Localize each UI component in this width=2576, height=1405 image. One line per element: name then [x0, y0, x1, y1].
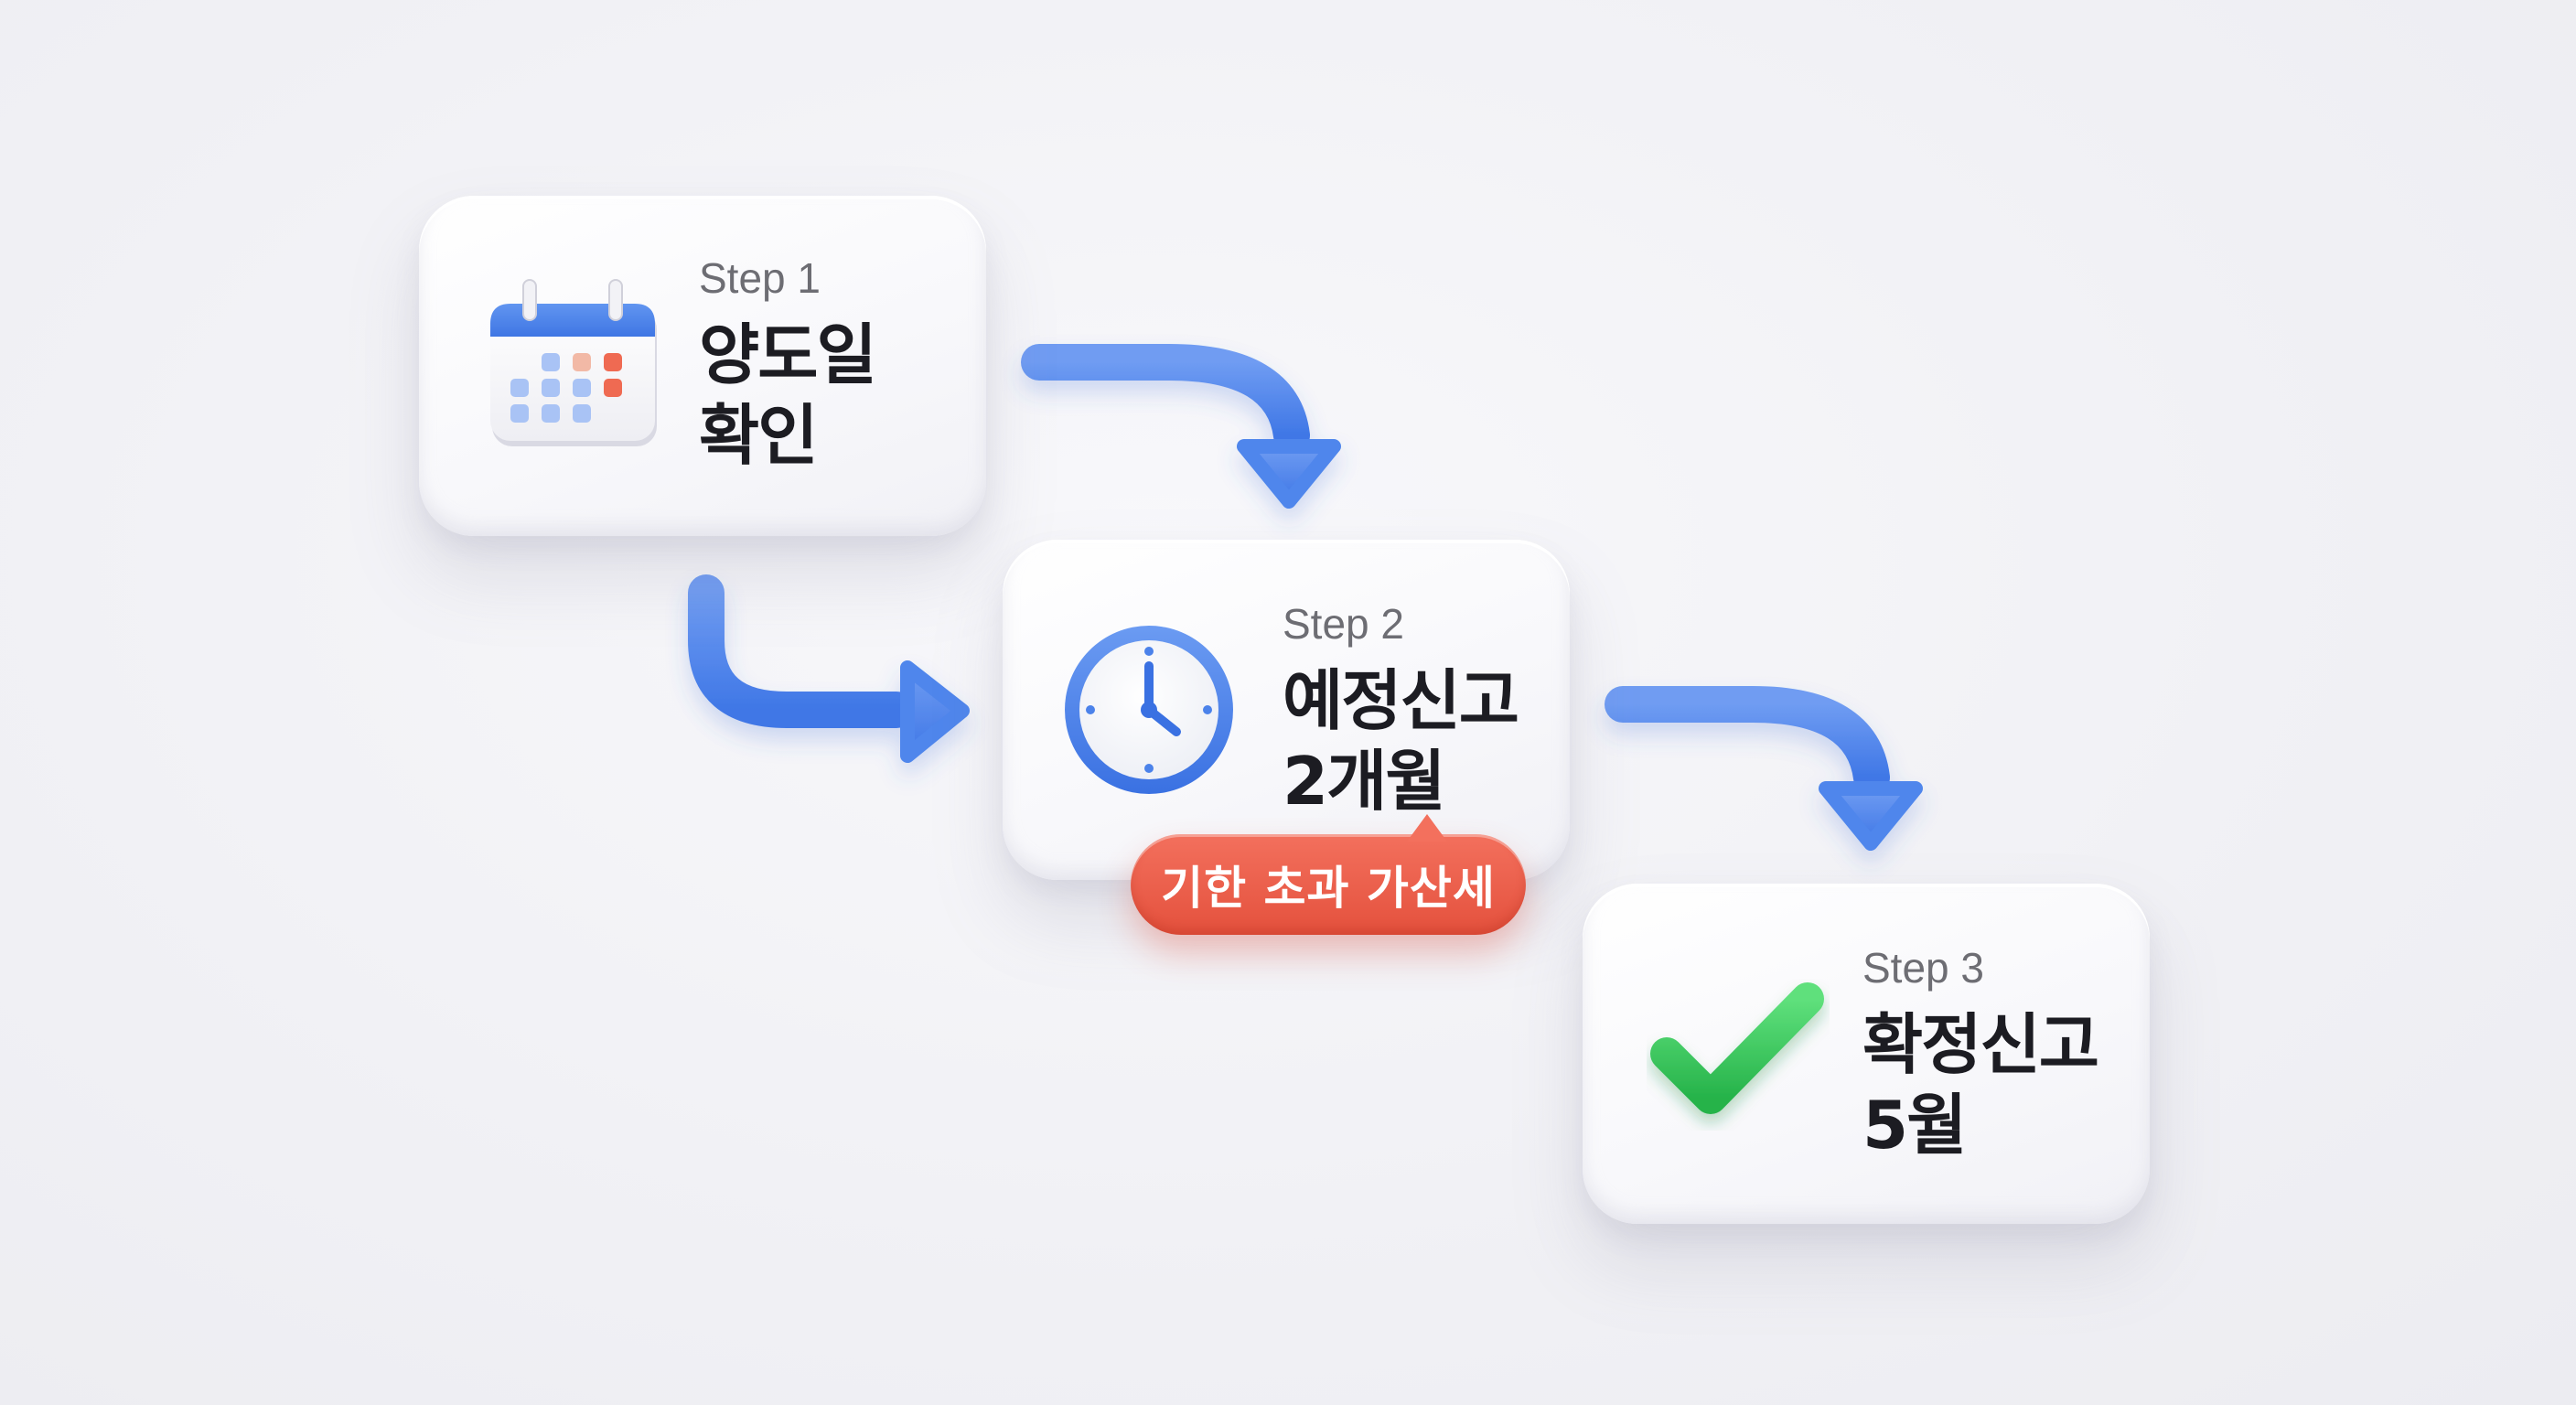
- step-2-title-line-1: 예정신고: [1283, 662, 1519, 739]
- step-1-label: Step 1: [699, 254, 821, 302]
- arrow-step2-to-step3: [1605, 686, 1923, 851]
- step-2-title-line-2: 2개월: [1283, 743, 1446, 820]
- arrow-step1-to-step2-left: [688, 574, 970, 763]
- step-2-card: Step 2 예정신고 2개월: [1003, 540, 1570, 880]
- step-1-title-line-1: 양도일: [699, 316, 877, 393]
- step-1-title-line-2: 확인: [699, 397, 818, 474]
- step-1-card: Step 1 양도일 확인: [419, 196, 986, 536]
- arrow-step1-to-step2-top: [1021, 344, 1341, 509]
- step-3-title-line-2: 5월: [1862, 1087, 1967, 1164]
- checkmark-icon: [1647, 975, 1830, 1131]
- step-3-card: Step 3 확정신고 5월: [1583, 884, 2150, 1224]
- badge-pointer: [1407, 814, 1447, 842]
- clock-icon: [1057, 618, 1240, 801]
- step-3-title-line-1: 확정신고: [1862, 1006, 2099, 1083]
- step-3-label: Step 3: [1862, 944, 1984, 992]
- step-2-label: Step 2: [1283, 600, 1404, 648]
- late-penalty-badge: 기한 초과 가산세: [1131, 814, 1526, 935]
- badge-text: 기한 초과 가산세: [1161, 862, 1496, 915]
- calendar-icon: [485, 273, 664, 452]
